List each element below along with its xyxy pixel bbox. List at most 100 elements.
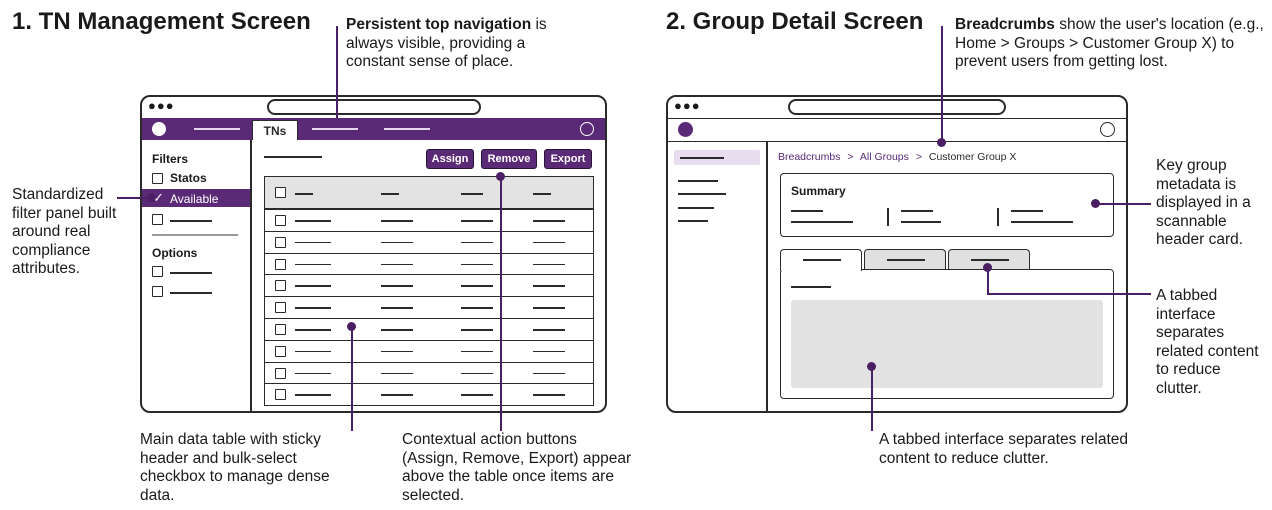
callout-tabs-bottom: A tabbed interface separates related con… (879, 431, 1129, 467)
row-checkbox[interactable] (275, 324, 286, 335)
table-header-row (264, 176, 594, 209)
table-row[interactable] (264, 361, 594, 385)
callout-tabs-right: A tabbed interface separates related con… (1156, 287, 1259, 397)
check-icon: ✓ (153, 190, 164, 205)
leader-dot-tab-content (867, 362, 876, 371)
filter-panel: Filters Statos ✓ Available Options (142, 140, 252, 411)
breadcrumb-separator: > (847, 151, 854, 163)
callout-top-nav: Persistent top navigation is always visi… (346, 16, 568, 72)
table-row[interactable] (264, 274, 594, 298)
divider (997, 208, 999, 226)
tn-management-window: ●●● TNs Filters Statos ✓ Available Optio… (140, 95, 607, 413)
filter-status-label: Statos (170, 171, 207, 185)
leader-line-filter (117, 197, 151, 199)
remove-button[interactable]: Remove (481, 149, 537, 169)
filter-available-label: Available (170, 192, 219, 206)
leader-line-tab-content (871, 367, 873, 431)
row-checkbox[interactable] (275, 389, 286, 401)
select-all-checkbox[interactable] (275, 187, 286, 198)
breadcrumb-middle[interactable]: All Groups (859, 151, 909, 163)
tab-panel (780, 269, 1114, 399)
filter-label-placeholder (170, 220, 212, 222)
summary-header-card: Summary (780, 173, 1114, 237)
data-table (264, 176, 594, 411)
table-row[interactable] (264, 252, 594, 276)
tab-active[interactable] (780, 249, 862, 271)
nav-link[interactable] (384, 128, 430, 130)
leader-line-table (351, 327, 353, 431)
option-label-placeholder (170, 292, 212, 294)
breadcrumb-root[interactable]: Breadcrumbs (778, 151, 841, 163)
table-title-placeholder (264, 156, 322, 158)
table-row[interactable] (264, 383, 594, 407)
group-sidebar (668, 141, 768, 411)
title-tn-management: 1. TN Management Screen (12, 8, 311, 35)
address-bar[interactable] (788, 99, 1006, 115)
window-controls[interactable]: ●●● (674, 98, 701, 113)
option-label-placeholder (170, 272, 212, 274)
breadcrumb-separator: > (915, 151, 922, 163)
top-navigation-bar: TNs (142, 118, 605, 140)
leader-dot-actions (496, 172, 505, 181)
option-checkbox[interactable] (152, 286, 163, 297)
sidebar-item[interactable] (678, 220, 708, 222)
callout-data-table: Main data table with sticky header and b… (140, 431, 330, 504)
leader-dot-table (347, 322, 356, 331)
title-group-detail: 2. Group Detail Screen (666, 8, 924, 35)
row-checkbox[interactable] (275, 367, 286, 379)
nav-link[interactable] (194, 128, 240, 130)
callout-action-buttons: Contextual action buttons (Assign, Remov… (402, 431, 632, 504)
top-navigation-bar (668, 118, 1126, 142)
divider (152, 234, 238, 236)
leader-line-top-nav (336, 26, 338, 118)
row-checkbox[interactable] (275, 345, 286, 357)
assign-button[interactable]: Assign (426, 149, 474, 169)
callout-breadcrumbs-text: show the user's location (e.g., Home > G… (955, 16, 1264, 70)
leader-line-header-card (1095, 203, 1151, 205)
filter-available-row[interactable]: ✓ Available (142, 189, 250, 207)
sidebar-item[interactable] (678, 207, 714, 209)
summary-label: Summary (791, 184, 846, 198)
callout-top-nav-text: is always visible, providing a constant … (346, 16, 547, 70)
user-avatar-icon[interactable] (1100, 122, 1115, 137)
filter-checkbox[interactable] (152, 214, 163, 225)
table-row[interactable] (264, 296, 594, 319)
leader-line-tabs-h (987, 293, 1151, 295)
user-avatar-icon[interactable] (580, 122, 594, 136)
row-checkbox[interactable] (275, 236, 286, 248)
filters-heading: Filters (152, 152, 189, 166)
sidebar-item-active[interactable] (674, 150, 760, 165)
tab-content-area (791, 300, 1103, 388)
callout-breadcrumbs-bold: Breadcrumbs (955, 16, 1055, 33)
address-bar[interactable] (267, 99, 481, 115)
window-controls[interactable]: ●●● (148, 98, 175, 113)
leader-dot-tabs (983, 263, 992, 272)
row-checkbox[interactable] (275, 215, 286, 226)
row-checkbox[interactable] (275, 302, 286, 314)
logo-icon[interactable] (152, 122, 166, 136)
callout-top-nav-bold: Persistent top navigation (346, 16, 532, 33)
divider (887, 208, 889, 226)
breadcrumb-current: Customer Group X (928, 151, 1017, 163)
filter-status-checkbox[interactable] (152, 173, 163, 184)
row-checkbox[interactable] (275, 258, 286, 270)
leader-line-tabs-v (987, 268, 989, 294)
nav-tab-tns[interactable]: TNs (252, 120, 298, 140)
row-checkbox[interactable] (275, 280, 286, 292)
table-row[interactable] (264, 339, 594, 363)
option-checkbox[interactable] (152, 266, 163, 277)
tab-inactive[interactable] (864, 249, 946, 269)
table-row[interactable] (264, 318, 594, 341)
sidebar-item[interactable] (678, 193, 726, 195)
leader-dot-filter (147, 193, 156, 202)
export-button[interactable]: Export (544, 149, 592, 169)
leader-dot-breadcrumbs (937, 138, 946, 147)
sidebar-item[interactable] (678, 180, 718, 182)
nav-link[interactable] (312, 128, 358, 130)
table-row[interactable] (264, 209, 594, 232)
table-row[interactable] (264, 230, 594, 254)
tab-inactive[interactable] (948, 249, 1030, 269)
options-heading: Options (152, 246, 198, 260)
callout-breadcrumbs: Breadcrumbs show the user's location (e.… (955, 16, 1267, 72)
logo-icon[interactable] (678, 122, 693, 137)
